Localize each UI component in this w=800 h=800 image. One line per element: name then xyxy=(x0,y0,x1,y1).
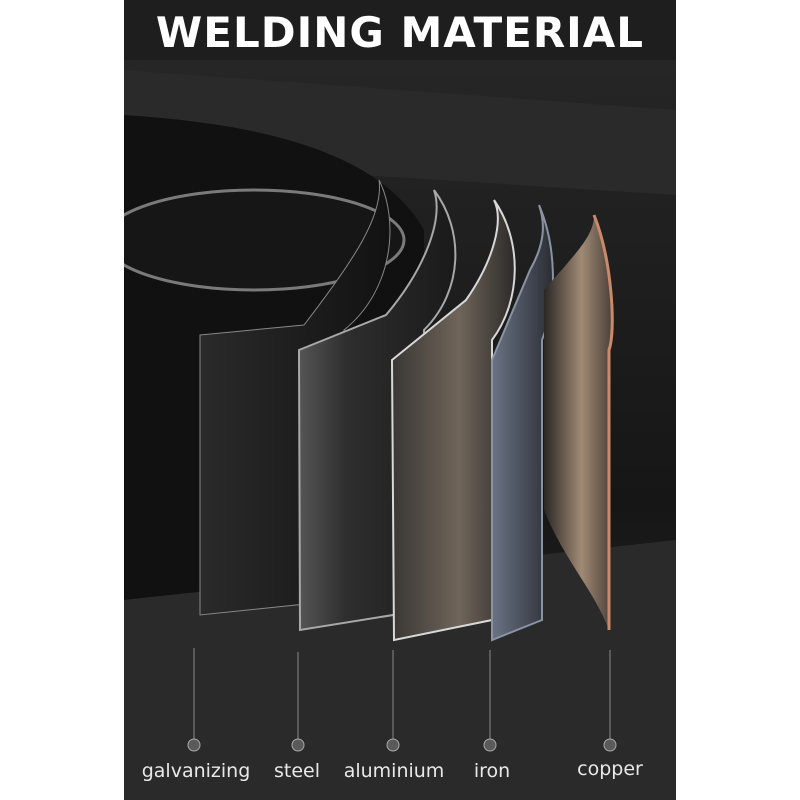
sheet-copper xyxy=(544,215,613,630)
product-panel: WELDING MATERIAL xyxy=(124,0,676,800)
page-title: WELDING MATERIAL xyxy=(155,8,645,57)
label-copper: copper xyxy=(577,758,643,780)
marker-dot xyxy=(603,738,617,752)
sheet-aluminium xyxy=(390,199,516,642)
label-iron: iron xyxy=(473,760,511,782)
label-galvanizing: galvanizing xyxy=(141,760,251,782)
label-aluminium: aluminium xyxy=(343,760,445,782)
marker-dot xyxy=(187,738,201,752)
label-steel: steel xyxy=(273,760,321,782)
materials-illustration xyxy=(124,60,676,800)
marker-dot xyxy=(291,738,305,752)
marker-dot xyxy=(483,738,497,752)
marker-dot xyxy=(386,738,400,752)
